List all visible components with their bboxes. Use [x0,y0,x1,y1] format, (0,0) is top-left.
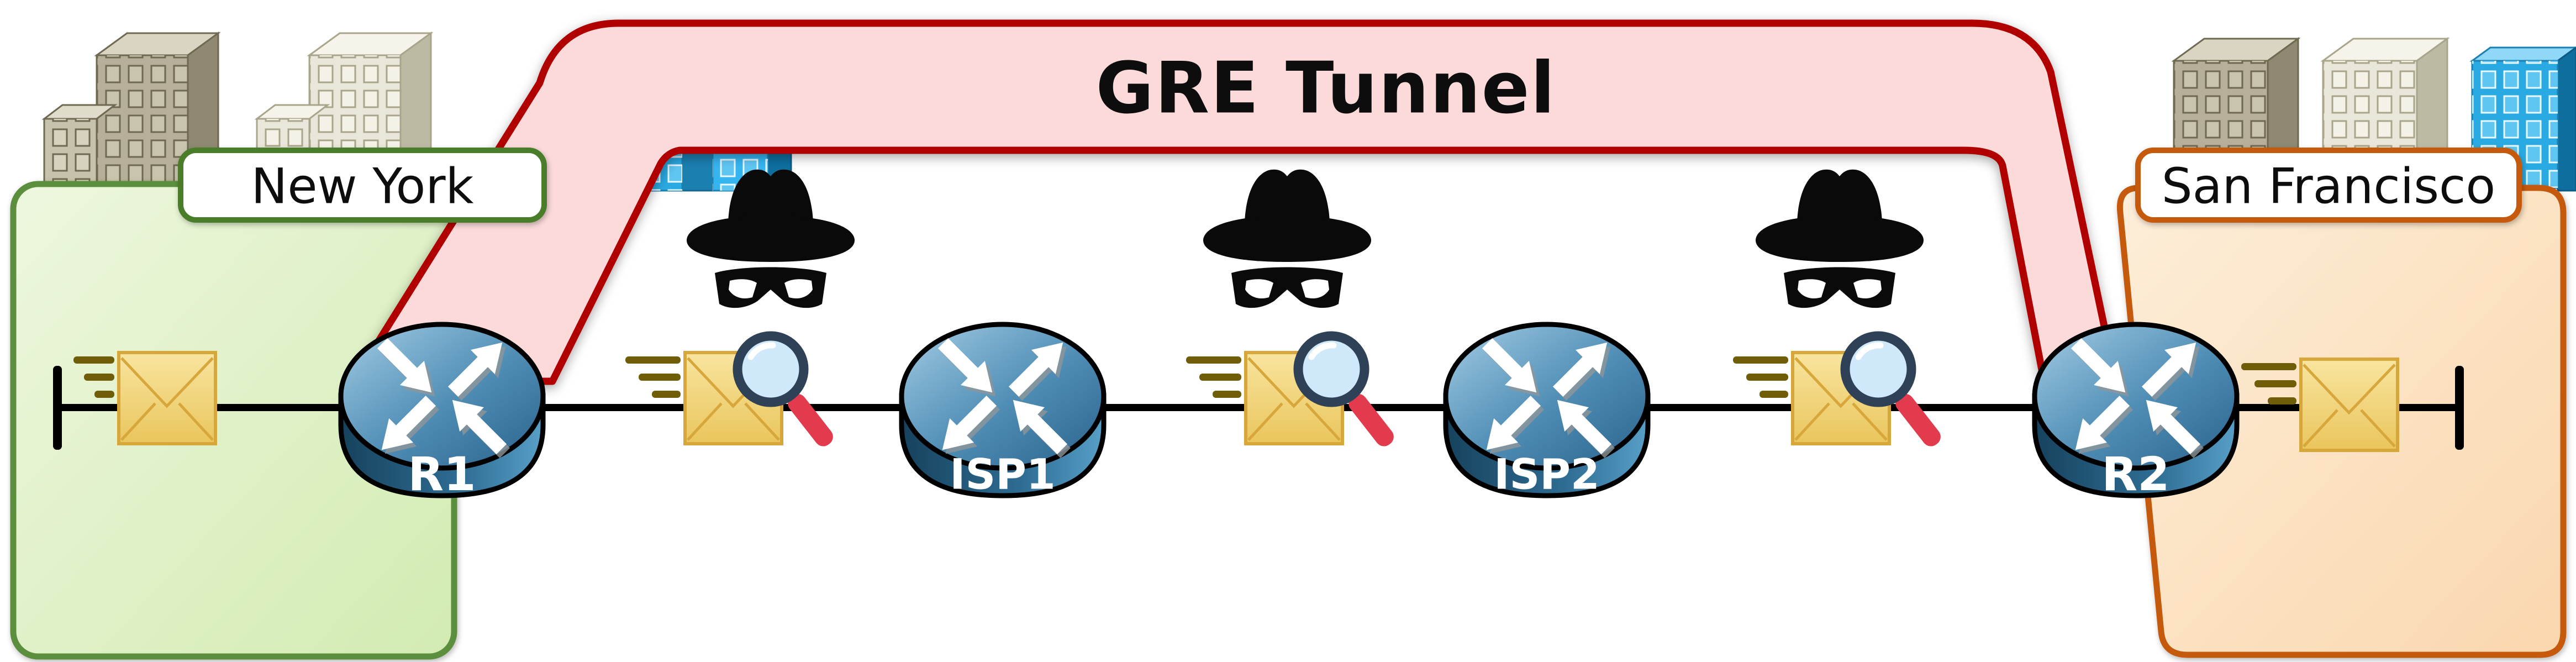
packet-inspected-2 [1186,336,1397,450]
speed-lines [1733,356,1788,398]
speed-lines [625,356,681,398]
terminator-bar-right [2455,366,2464,450]
svg-text:ISP2: ISP2 [1494,450,1600,499]
speed-lines [1186,356,1241,398]
gre-tunnel-label: GRE Tunnel [1096,48,1556,130]
router-r2: R2 [2035,324,2237,501]
spy-icon-2 [1203,169,1372,308]
packet-inspected-3 [1733,336,1944,450]
building-olive [41,31,221,192]
envelope-icon [2301,359,2398,450]
site-label-new-york: New York [178,148,547,223]
router-isp1: ISP1 [902,324,1104,499]
svg-text:New York: New York [251,158,474,215]
svg-text:ISP1: ISP1 [950,450,1056,499]
gre-tunnel-band: GRE Tunnel [350,19,2120,385]
router-r1: R1 [341,324,543,501]
packet-inspected-1 [625,336,836,450]
svg-text:R1: R1 [408,447,476,501]
svg-text:R2: R2 [2101,447,2169,501]
router-isp2: ISP2 [1446,324,1648,499]
spy-icon-3 [1755,169,1924,308]
terminator-bar-left [53,366,62,450]
speed-lines [73,356,114,398]
packet-new-york [73,353,215,444]
site-label-san-francisco: San Francisco [2135,148,2522,223]
envelope-icon [119,353,215,444]
svg-text:San Francisco: San Francisco [2162,158,2496,215]
